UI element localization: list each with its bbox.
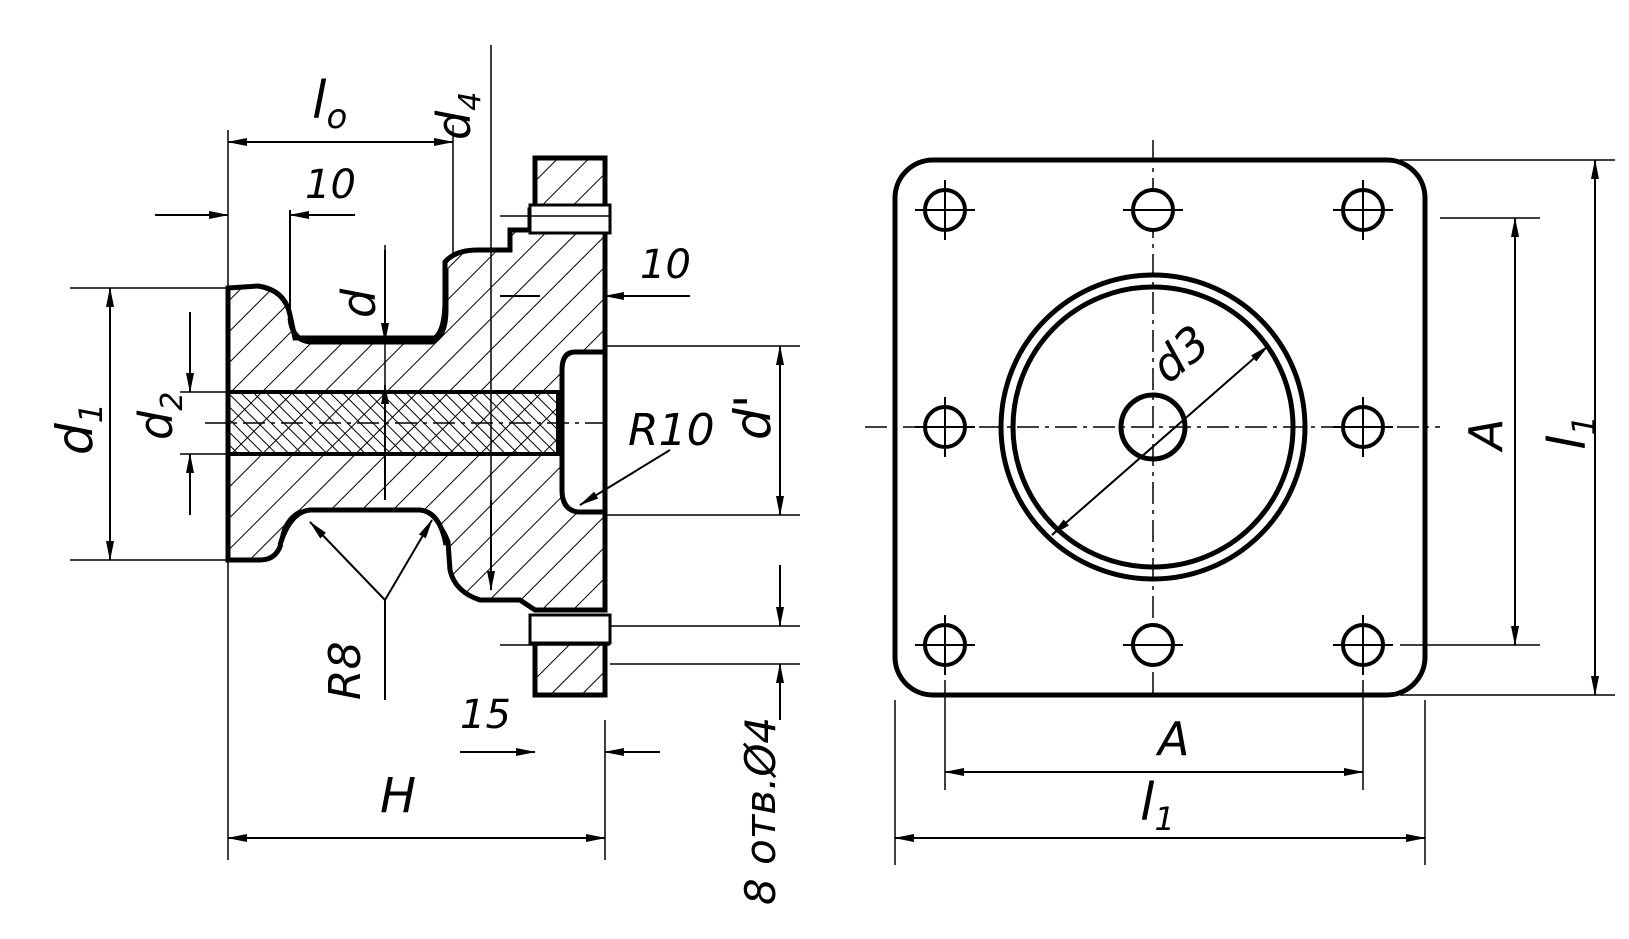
central-bore (226, 390, 560, 456)
label-A-horizontal: A (1155, 712, 1189, 766)
label-l1-horizontal: l1 (1140, 773, 1175, 838)
label-d2: d2 (129, 392, 190, 440)
recess (559, 349, 608, 515)
label-d1: d1 (46, 403, 110, 455)
label-l1-vertical: l1 (1538, 415, 1603, 450)
label-d4: d4 (427, 92, 488, 140)
section-view: lo d4 10 10 d d1 d2 d' R10 R8 15 H 8 отв… (46, 45, 800, 905)
label-l0: lo (312, 71, 347, 137)
flange-lug-bottom (532, 637, 608, 698)
label-10-top: 10 (305, 162, 356, 208)
label-d: d (332, 288, 386, 318)
plan-view: d3 A l1 A l1 (865, 140, 1615, 865)
label-d-prime: d' (724, 395, 782, 440)
label-A-vertical: A (1459, 419, 1513, 453)
bolt-hole-top (528, 203, 612, 235)
label-H: H (380, 768, 416, 824)
label-15: 15 (460, 692, 511, 738)
label-r10: R10 (628, 405, 715, 456)
label-10-right: 10 (640, 242, 691, 288)
upper-groove (287, 268, 449, 345)
flange-lug-top (532, 155, 608, 213)
bolt-hole-bottom (528, 613, 612, 645)
bolt-holes (915, 180, 1393, 675)
label-r8: R8 (320, 641, 371, 700)
label-holes-note: 8 отв.Ø4 (736, 717, 785, 905)
